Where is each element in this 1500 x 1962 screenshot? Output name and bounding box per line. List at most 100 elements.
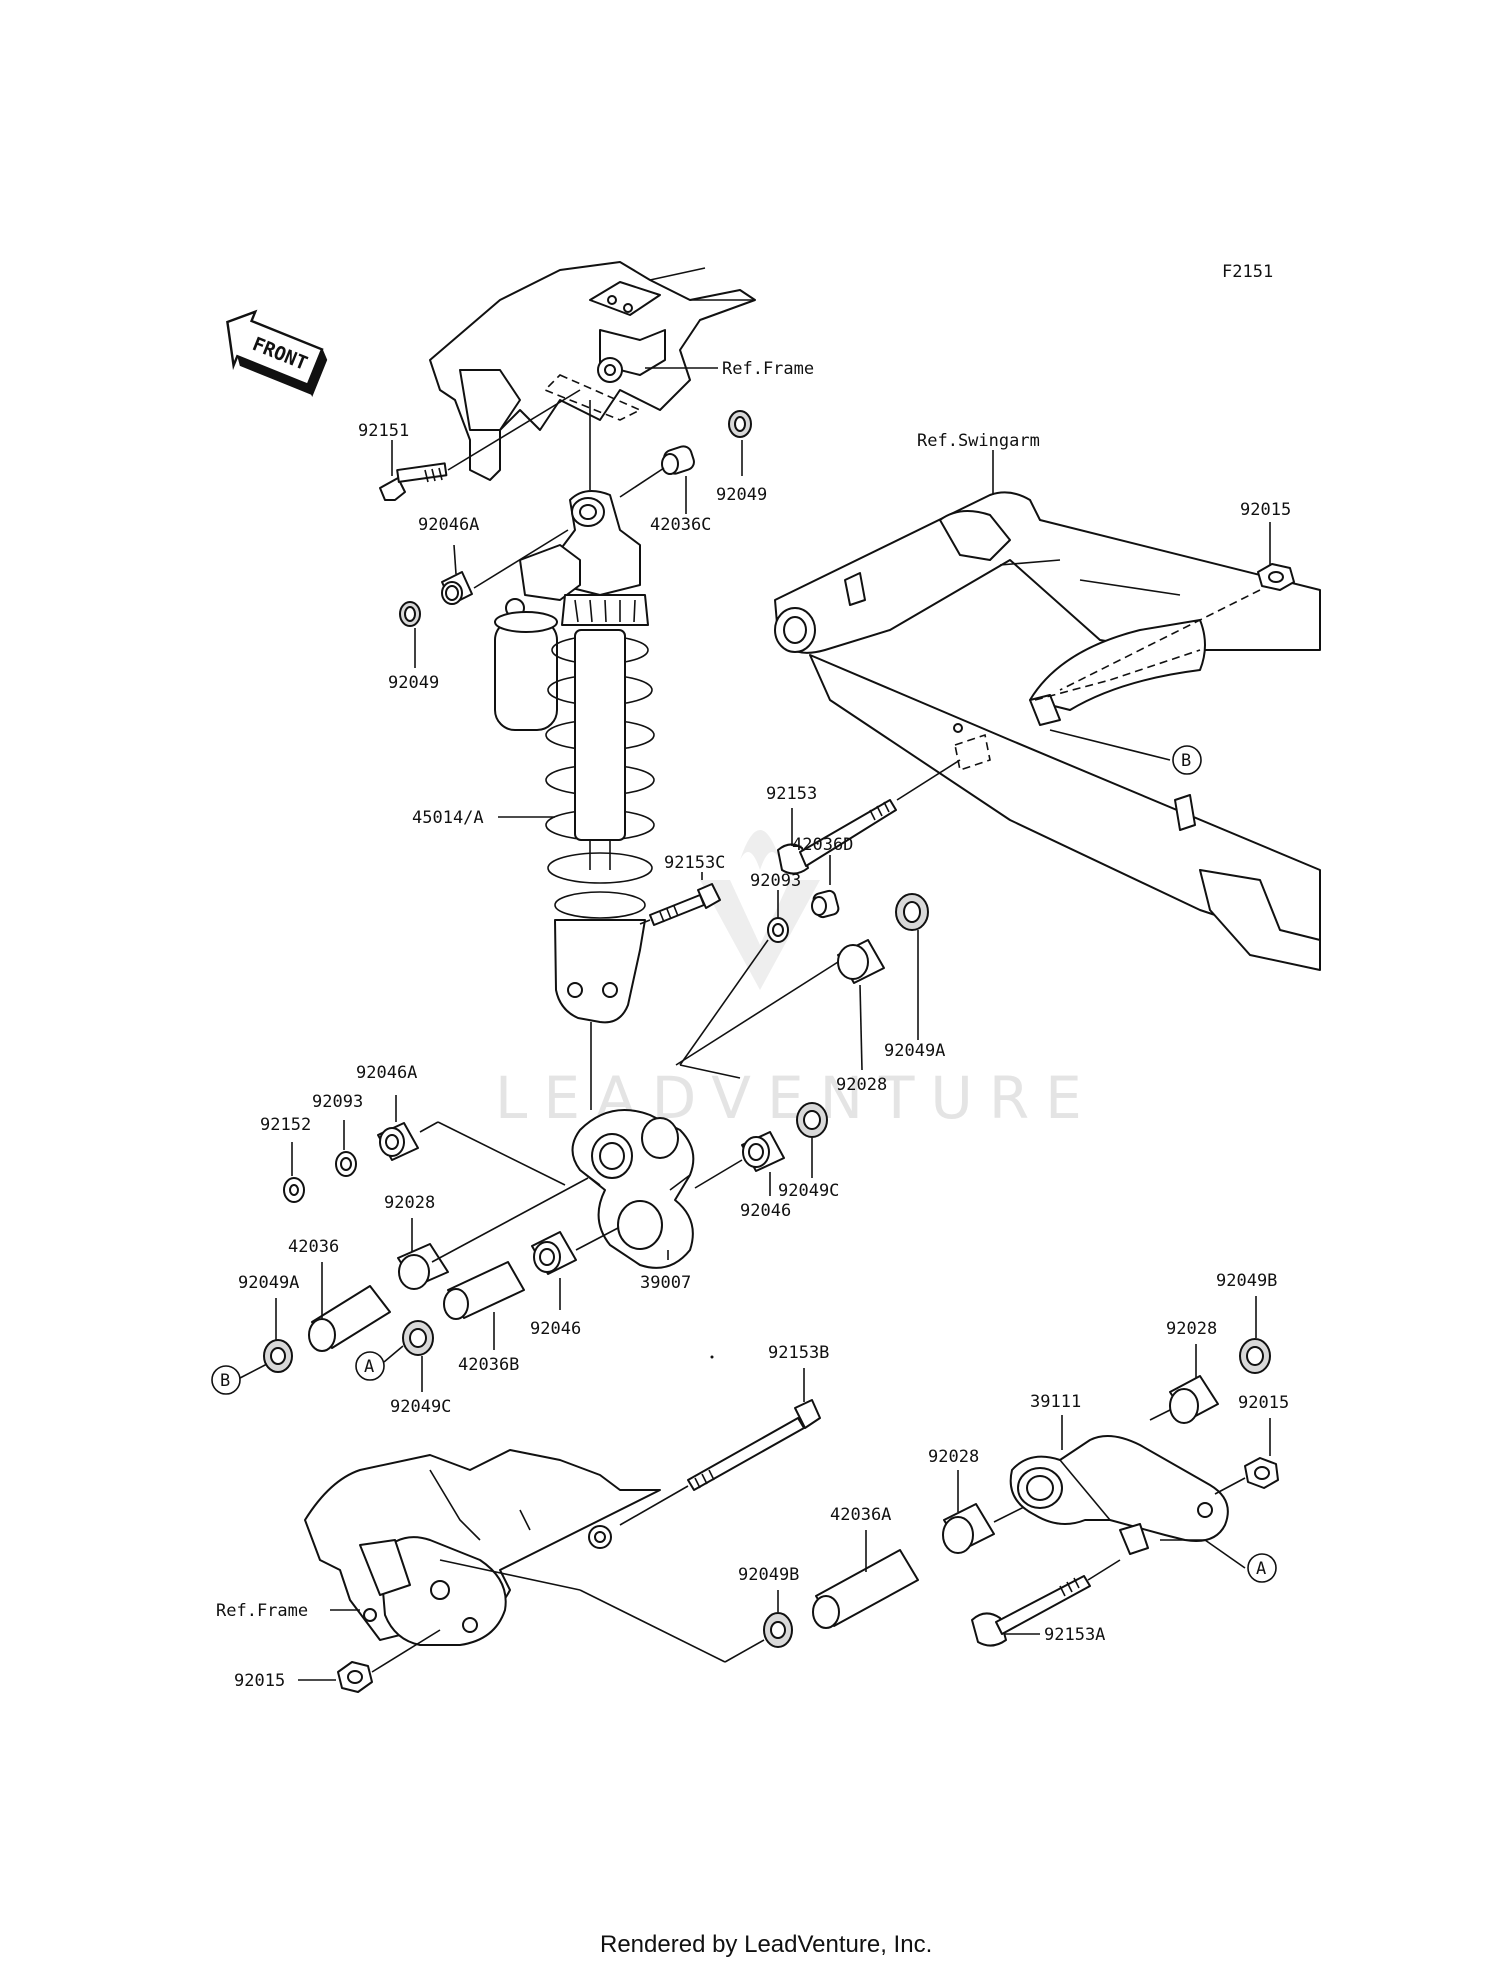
collar-42036c — [661, 445, 695, 475]
part-92049b-right[interactable]: 92049B — [1216, 1271, 1277, 1291]
part-42036c[interactable]: 42036C — [650, 515, 711, 535]
bearing-92046a-left — [377, 1122, 419, 1161]
part-42036a[interactable]: 42036A — [830, 1505, 891, 1525]
part-92015-frame[interactable]: 92015 — [234, 1671, 285, 1691]
part-45014a[interactable]: 45014/A — [412, 808, 484, 828]
marker-b-bottom — [211, 1365, 241, 1395]
marker-b-top-label: B — [1181, 751, 1191, 771]
seal-92049-left — [399, 601, 421, 627]
leader-92049b-frame — [579, 1589, 726, 1663]
leader-92151-frame — [447, 389, 581, 471]
marker-a-right — [1247, 1553, 1277, 1583]
part-92028-left[interactable]: 92028 — [384, 1193, 435, 1213]
marker-a-left-label: A — [364, 1357, 374, 1377]
leader-92046-mid-axis — [694, 1159, 743, 1189]
tie-rod-39111 — [1009, 1435, 1229, 1555]
leader-92015-frame-axis — [371, 1629, 441, 1673]
washer-92093-mid — [767, 917, 789, 943]
shock-absorber — [494, 490, 655, 1024]
seal-92049c-mid — [796, 1102, 828, 1138]
marker-b-bottom-label: B — [220, 1371, 230, 1391]
part-92049a-right[interactable]: 92049A — [884, 1041, 945, 1061]
leader-92015-axis — [1059, 589, 1261, 691]
part-92015-link[interactable]: 92015 — [1238, 1393, 1289, 1413]
part-92049c-bottom[interactable]: 92049C — [390, 1397, 451, 1417]
leader-92153-axis — [896, 759, 961, 801]
part-92046a-top[interactable]: 92046A — [418, 515, 479, 535]
leader-92153c-axis — [639, 919, 651, 925]
bolt-92151 — [379, 462, 448, 501]
leader-92028-right-axis — [1149, 1409, 1171, 1421]
marker-b-top — [1172, 745, 1202, 775]
nut-92015-swingarm — [1257, 563, 1295, 591]
seal-92049-right — [728, 410, 752, 438]
part-92093-mid[interactable]: 92093 — [750, 871, 801, 891]
part-92049-left[interactable]: 92049 — [388, 673, 439, 693]
front-arrow-icon: FRONT — [226, 309, 328, 398]
bushing-92028-mid — [837, 939, 885, 984]
leader-marker-a-left — [383, 1345, 404, 1363]
part-92049-right[interactable]: 92049 — [716, 485, 767, 505]
ref-frame-bottom: Ref.Frame — [216, 1601, 308, 1621]
footer-credit: Rendered by LeadVenture, Inc. — [600, 1931, 932, 1958]
part-92152[interactable]: 92152 — [260, 1115, 311, 1135]
seal-92049b-bottom — [763, 1612, 793, 1648]
leader-shaft-mid — [679, 1064, 741, 1079]
part-92153b[interactable]: 92153B — [768, 1343, 829, 1363]
part-92049b-bottom[interactable]: 92049B — [738, 1565, 799, 1585]
leader-marker-a-right-b — [1204, 1539, 1246, 1569]
leader-92028-mid-axis — [675, 961, 839, 1066]
frame-bottom-drawing — [304, 1449, 661, 1646]
part-92153a[interactable]: 92153A — [1044, 1625, 1105, 1645]
leader-92049b-frame-b — [439, 1559, 581, 1591]
watermark-logo — [700, 880, 820, 990]
collar-42036a — [812, 1549, 919, 1629]
washer-92152 — [283, 1177, 305, 1203]
seal-92049a-left — [263, 1339, 293, 1373]
part-42036[interactable]: 42036 — [288, 1237, 339, 1257]
leader-marker-b-bottom — [239, 1363, 268, 1379]
nut-92015-link — [1244, 1457, 1279, 1489]
swingarm-drawing — [774, 491, 1321, 971]
bearing-92046-mid — [741, 1131, 785, 1172]
frame-top-drawing — [429, 261, 756, 481]
leader-92049b-bottom-axis — [724, 1639, 765, 1663]
part-92093-left[interactable]: 92093 — [312, 1092, 363, 1112]
collar-42036d — [811, 889, 840, 919]
rocker-39007 — [571, 1109, 695, 1269]
part-92153c[interactable]: 92153C — [664, 853, 725, 873]
bolt-92153b — [687, 1399, 821, 1491]
part-39111[interactable]: 39111 — [1030, 1392, 1081, 1412]
part-92046-bottom[interactable]: 92046 — [530, 1319, 581, 1339]
bolt-92153a — [971, 1575, 1091, 1647]
bushing-92028-right — [1169, 1375, 1219, 1424]
part-92153[interactable]: 92153 — [766, 784, 817, 804]
part-92028-right[interactable]: 92028 — [1166, 1319, 1217, 1339]
leader-92046a-shock — [473, 529, 569, 589]
watermark-flame — [740, 830, 780, 870]
part-92151[interactable]: 92151 — [358, 421, 409, 441]
diagram-code: F2151 — [1222, 262, 1273, 282]
part-92046a-left[interactable]: 92046A — [356, 1063, 417, 1083]
part-92028-mid[interactable]: 92028 — [836, 1075, 887, 1095]
leader-92028-left-axis — [431, 1177, 589, 1263]
part-39007[interactable]: 39007 — [640, 1273, 691, 1293]
nut-92015-frame — [337, 1661, 373, 1693]
washer-92093-left — [335, 1151, 357, 1177]
part-42036d[interactable]: 42036D — [792, 835, 853, 855]
leader-marker-b-top — [1049, 729, 1171, 761]
part-92049c-mid[interactable]: 92049C — [778, 1181, 839, 1201]
collar-42036 — [308, 1285, 391, 1352]
bushing-92028-left — [397, 1243, 449, 1290]
ref-swingarm: Ref.Swingarm — [917, 431, 1040, 451]
part-92049a-left[interactable]: 92049A — [238, 1273, 299, 1293]
part-92015-swingarm[interactable]: 92015 — [1240, 500, 1291, 520]
part-42036b[interactable]: 42036B — [458, 1355, 519, 1375]
leader-92153a-axis — [1087, 1559, 1121, 1581]
part-92028-link[interactable]: 92028 — [928, 1447, 979, 1467]
leader-92028-mid — [859, 984, 863, 1071]
ref-frame-top: Ref.Frame — [722, 359, 814, 379]
leader-92046a-top — [453, 544, 457, 575]
leader-92046a-left-b — [437, 1121, 566, 1186]
part-92046-mid[interactable]: 92046 — [740, 1201, 791, 1221]
